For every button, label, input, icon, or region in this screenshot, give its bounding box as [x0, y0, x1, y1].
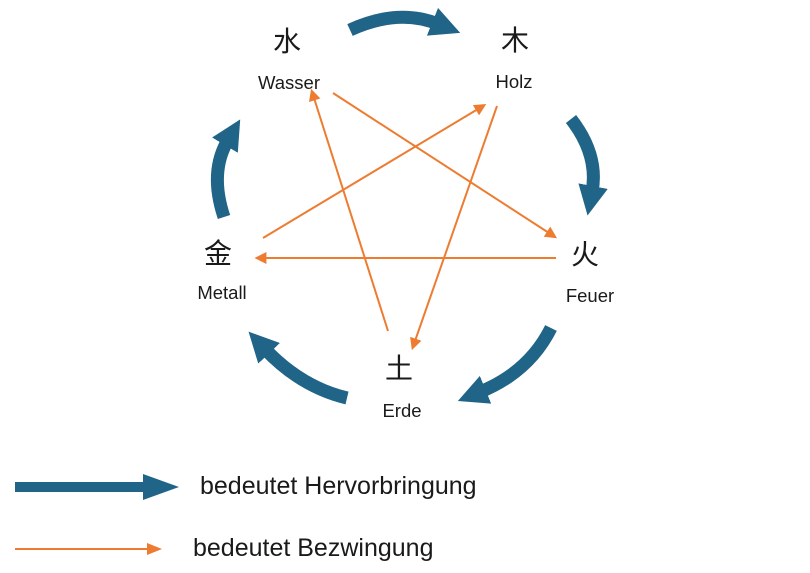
generating-arrow-sample-icon [15, 473, 179, 500]
generating-cycle-arrows [210, 7, 608, 405]
legend-generating: bedeutet Hervorbringung [15, 472, 477, 501]
element-erde-hanzi: 土 [385, 353, 413, 384]
generating-arrow-feuer-erde [457, 324, 557, 404]
legend-overcoming-label: bedeutet Bezwingung [193, 534, 434, 562]
element-feuer-hanzi: 火 [571, 239, 599, 270]
overcoming-arrow-holz-erde [410, 105, 498, 351]
generating-arrow-wasser-holz [347, 7, 461, 36]
element-metall-label: Metall [197, 282, 246, 303]
element-wasser-hanzi: 水 [273, 26, 301, 57]
element-holz-label: Holz [495, 71, 532, 92]
overcoming-arrow-metall-holz [262, 104, 487, 239]
element-metall-hanzi: 金 [204, 238, 232, 269]
generating-sample-shaft [15, 481, 143, 492]
overcoming-sample-head [147, 542, 162, 555]
legend-overcoming: bedeutet Bezwingung [15, 534, 433, 563]
overcoming-cycle-arrows [254, 88, 558, 351]
element-labels: 水 Wasser 木 Holz 火 Feuer 土 Erde 金 Metall [197, 25, 614, 421]
overcoming-arrow-erde-wasser [309, 88, 389, 332]
element-wasser-label: Wasser [258, 72, 320, 93]
element-erde-label: Erde [382, 400, 421, 421]
generating-sample-head [143, 473, 179, 500]
element-holz-hanzi: 木 [501, 25, 529, 56]
overcoming-arrow-sample-icon [15, 542, 162, 555]
cycle-diagram-canvas: 水 Wasser 木 Holz 火 Feuer 土 Erde 金 Metall [197, 7, 614, 421]
generating-arrow-metall-wasser [210, 119, 241, 220]
legend-generating-label: bedeutet Hervorbringung [200, 472, 477, 500]
generating-arrow-holz-feuer [565, 115, 608, 216]
generating-arrow-erde-metall [248, 331, 349, 405]
element-feuer-label: Feuer [566, 285, 614, 306]
overcoming-arrow-wasser-feuer [332, 92, 558, 239]
